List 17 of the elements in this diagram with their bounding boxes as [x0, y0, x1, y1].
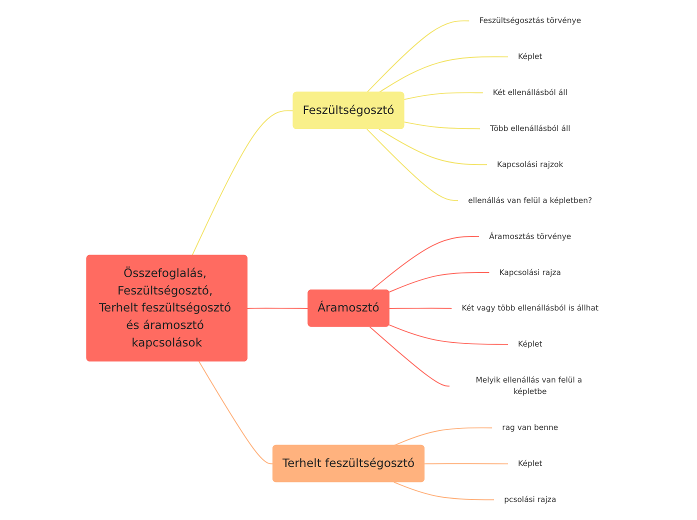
connector	[378, 56, 510, 93]
connector	[366, 128, 460, 202]
connector	[388, 324, 510, 345]
connector	[388, 272, 490, 293]
connector	[404, 92, 484, 100]
connector	[424, 463, 510, 464]
connector	[393, 482, 496, 500]
connector	[198, 360, 274, 464]
connector	[192, 110, 294, 256]
connector	[378, 128, 488, 166]
connector	[366, 20, 470, 93]
connector	[370, 236, 480, 291]
connector	[369, 326, 451, 387]
connector	[388, 308, 453, 309]
connector	[393, 427, 494, 446]
connector	[404, 122, 482, 130]
connector	[246, 308, 309, 309]
